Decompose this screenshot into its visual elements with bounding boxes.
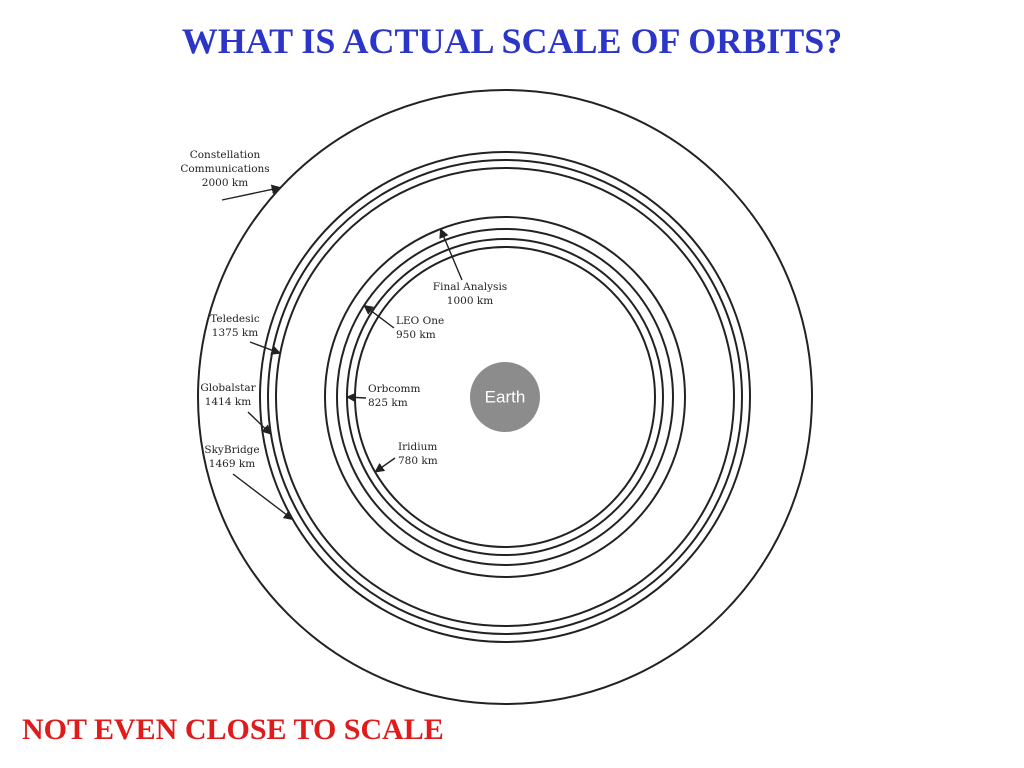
scale-disclaimer: NOT EVEN CLOSE TO SCALE	[22, 713, 444, 746]
orbit-pointer-teledesic	[249, 341, 282, 355]
orbit-label-line: Teledesic	[210, 313, 260, 325]
orbit-label-line: 1469 km	[209, 458, 255, 470]
orbit-ring-leo-one	[336, 228, 674, 566]
orbit-pointer-final-analysis	[439, 228, 463, 281]
orbit-label-line: SkyBridge	[204, 444, 259, 456]
orbit-ring-teledesic	[275, 167, 735, 627]
orbit-label-line: 950 km	[396, 329, 436, 341]
slide-title: WHAT IS ACTUAL SCALE OF ORBITS?	[181, 21, 843, 61]
orbit-ring-constellation	[197, 89, 813, 705]
orbit-pointer-constellation	[221, 184, 282, 201]
orbit-ring-skybridge	[259, 151, 751, 643]
orbit-label-final-analysis: Final Analysis 1000 km	[433, 281, 507, 307]
orbit-label-line: Final Analysis	[433, 281, 507, 293]
orbit-label-orbcomm: Orbcomm 825 km	[368, 383, 421, 409]
orbit-label-leo-one: LEO One 950 km	[396, 315, 444, 341]
orbit-label-line: 1000 km	[447, 295, 493, 307]
orbit-ring-final-analysis	[324, 216, 686, 578]
orbit-pointer-globalstar	[247, 411, 272, 435]
earth-disc	[470, 362, 540, 432]
orbit-pointer-orbcomm	[346, 392, 367, 403]
orbit-label-line: Communications	[180, 163, 269, 175]
orbit-label-line: Globalstar	[200, 382, 256, 394]
orbit-label-line: LEO One	[396, 315, 444, 327]
orbit-pointer-leo-one	[363, 304, 395, 329]
earth-label: Earth	[485, 388, 526, 407]
orbit-label-line: 825 km	[368, 397, 408, 409]
orbit-label-line: Constellation	[190, 149, 261, 161]
orbit-label-skybridge: SkyBridge 1469 km	[204, 444, 259, 470]
orbit-label-line: 780 km	[398, 455, 438, 467]
orbit-pointer-skybridge	[232, 473, 294, 521]
orbit-pointer-iridium	[374, 457, 396, 473]
orbit-label-iridium: Iridium 780 km	[398, 441, 438, 467]
orbit-label-line: 1414 km	[205, 396, 251, 408]
orbit-label-line: Orbcomm	[368, 383, 421, 395]
orbit-label-line: 1375 km	[212, 327, 258, 339]
orbit-label-teledesic: Teledesic 1375 km	[210, 313, 260, 339]
orbit-label-line: 2000 km	[202, 177, 248, 189]
orbit-label-line: Iridium	[398, 441, 437, 453]
orbit-ring-globalstar	[267, 159, 743, 635]
orbit-label-globalstar: Globalstar 1414 km	[200, 382, 256, 408]
